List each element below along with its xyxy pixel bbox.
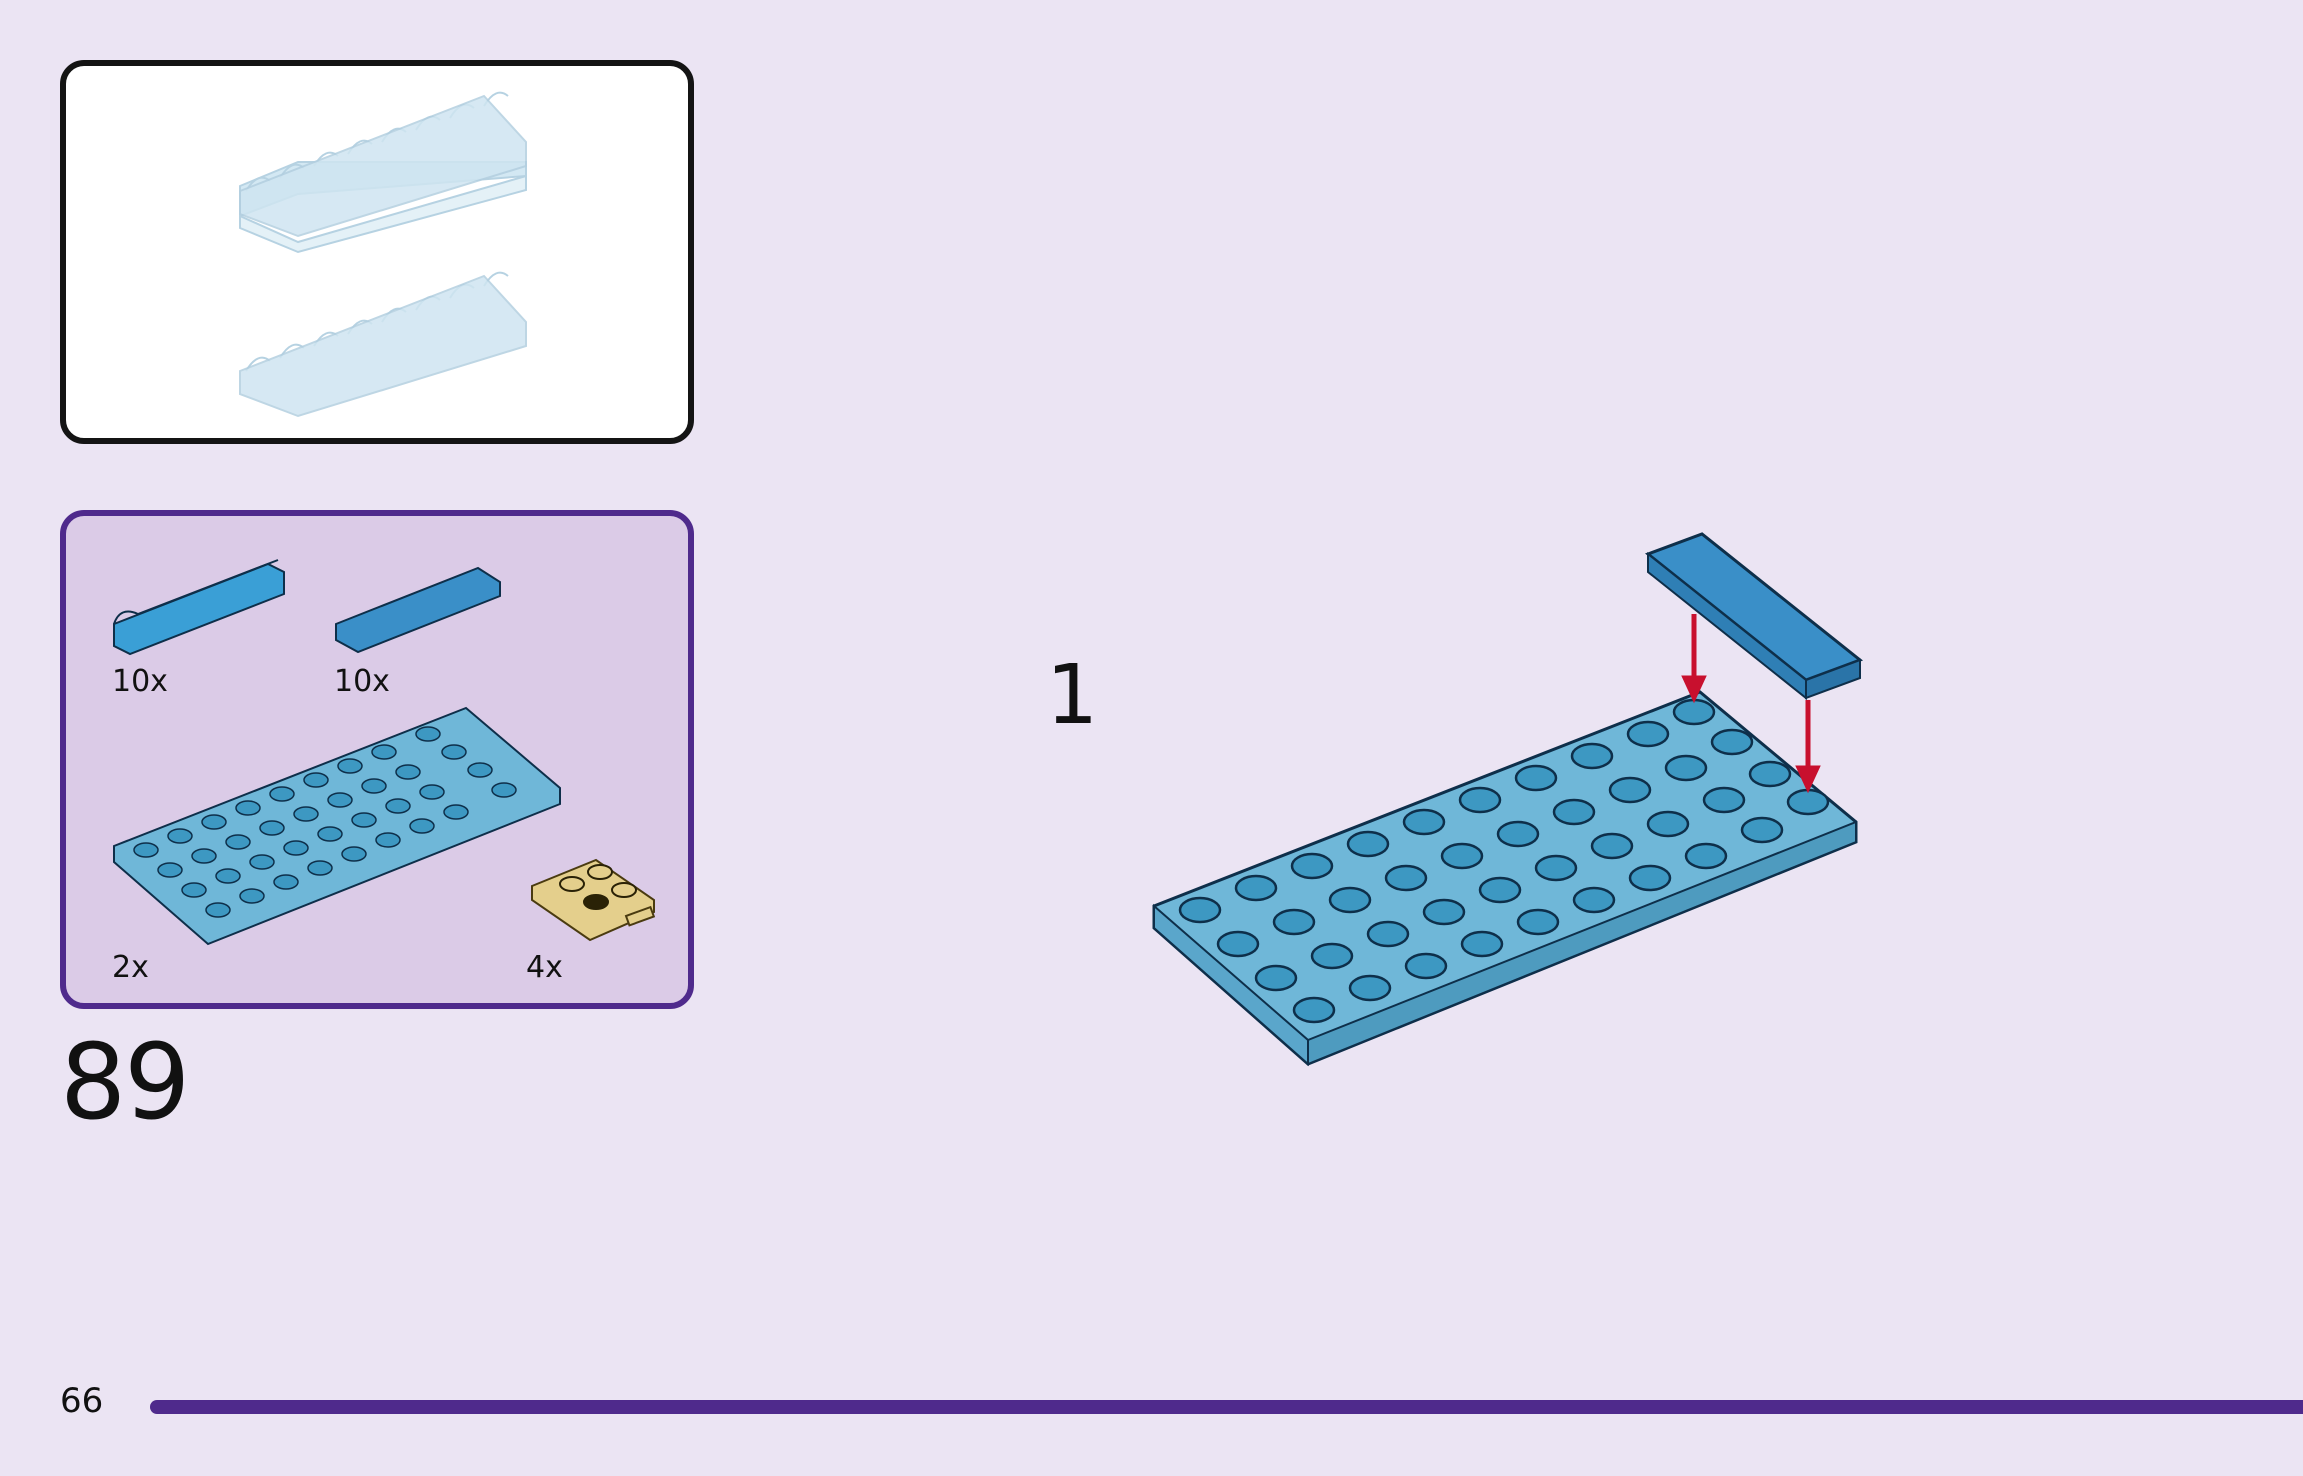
preview-ghost-parts (239, 91, 527, 418)
part-curved-slope (113, 559, 285, 656)
ghost-curved-slope-row-top (239, 91, 527, 254)
main-tile (1644, 532, 1864, 701)
subassembly-preview-box (60, 60, 694, 444)
part-quantity-curved-slope: 10x (112, 664, 168, 699)
step-number: 89 (60, 1021, 190, 1143)
parts-list-panel: 10x 10x 2x 4x (60, 510, 694, 1009)
main-plate-4x8 (1152, 690, 1858, 1067)
part-quantity-tile: 10x (334, 664, 390, 699)
sub-step-number: 1 (1046, 648, 1099, 743)
page-number: 66 (60, 1381, 104, 1421)
parts-illustrations (113, 559, 656, 946)
ghost-curved-slope-row-bottom (239, 271, 527, 418)
part-tile (335, 566, 501, 654)
footer-rule (150, 1400, 2303, 1414)
part-quantity-plate-4x8: 2x (112, 950, 149, 985)
part-quantity-tan-plate: 4x (526, 950, 563, 985)
build-arrow-icon (1681, 614, 1821, 794)
part-plate-4x8 (113, 706, 561, 946)
part-tan-plate-with-pin (531, 858, 656, 942)
